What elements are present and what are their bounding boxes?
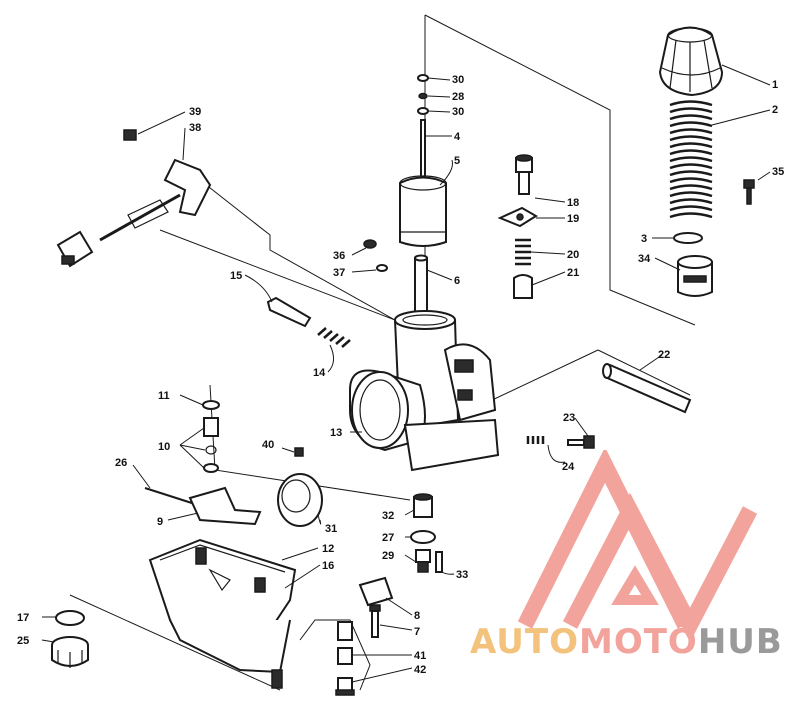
callout-27: 27: [382, 532, 394, 544]
callout-29: 29: [382, 550, 394, 562]
part-40-bolt: [294, 447, 304, 457]
callout-24: 24: [562, 461, 575, 473]
automotohub-logo: [517, 450, 758, 643]
part-27-washer: [410, 530, 436, 544]
callout-10: 10: [158, 441, 170, 453]
callout-26: 26: [115, 457, 127, 469]
callout-32: 32: [382, 510, 394, 522]
callout-31: 31: [325, 523, 337, 535]
callout-13: 13: [330, 427, 342, 439]
part-11-washer: [202, 400, 220, 410]
callout-2: 2: [772, 104, 778, 116]
part-23-screw: [567, 435, 595, 449]
callout-6: 6: [454, 275, 460, 287]
callout-42: 42: [414, 664, 426, 676]
callout-labels: 1 2 3 34 35 30 28 30 4 5 6 36 37 18 19 2…: [17, 74, 784, 676]
part-5-slide: [399, 175, 447, 247]
part-26-pin: [144, 487, 199, 506]
callout-30-top: 30: [452, 74, 464, 86]
callout-36: 36: [333, 250, 345, 262]
callout-15: 15: [230, 270, 242, 282]
part-3-plate: [673, 232, 703, 244]
part-1-cap: [658, 26, 724, 97]
callout-leaders: [41, 64, 771, 683]
part-9-float-arm: [188, 486, 262, 526]
wordmark-moto: MOTO: [578, 622, 698, 662]
part-35-screw: [743, 179, 755, 205]
callout-3: 3: [641, 233, 647, 245]
part-29-jet: [415, 549, 431, 573]
callout-40: 40: [262, 439, 274, 451]
part-7-screw: [369, 604, 381, 638]
callout-14: 14: [313, 367, 326, 379]
callout-20: 20: [567, 249, 579, 261]
callout-12: 12: [322, 543, 334, 555]
callout-8: 8: [414, 610, 420, 622]
part-31-float: [277, 473, 323, 527]
callout-23: 23: [563, 412, 575, 424]
part-38-choke-assembly: [56, 158, 212, 268]
callout-21: 21: [567, 267, 579, 279]
callout-9: 9: [157, 516, 163, 528]
callout-28: 28: [452, 91, 464, 103]
callout-38: 38: [189, 122, 201, 134]
part-4-needle: [420, 119, 426, 186]
callout-35: 35: [772, 166, 784, 178]
callout-17: 17: [17, 612, 29, 624]
part-17-o-ring: [55, 610, 85, 626]
callout-4: 4: [454, 131, 461, 143]
part-2-spring: [669, 100, 713, 219]
callout-19: 19: [567, 213, 579, 225]
callout-33: 33: [456, 569, 468, 581]
part-18-fitting: [515, 154, 533, 195]
part-10-needle-valve: [203, 417, 219, 473]
part-14-spring: [317, 327, 351, 348]
part-6-tube: [414, 254, 428, 319]
callout-39: 39: [189, 106, 201, 118]
part-15-screw: [266, 296, 312, 328]
part-8-gasket: [358, 576, 394, 607]
callout-5: 5: [454, 155, 460, 167]
part-24-spring: [526, 436, 545, 444]
part-19-plate: [497, 206, 538, 228]
part-12-16-float-bowl: [148, 538, 297, 689]
part-28-30-clips: [417, 74, 429, 115]
callout-41: 41: [414, 650, 426, 662]
callout-11: 11: [158, 390, 170, 402]
part-25-drain-plug: [51, 636, 89, 668]
wordmark-auto: AUTO: [470, 622, 579, 662]
part-21-valve: [513, 274, 533, 299]
part-34-retainer: [677, 255, 713, 297]
callout-25: 25: [17, 635, 29, 647]
part-36-37-screw: [363, 239, 388, 272]
part-13-carburetor-body: [349, 310, 500, 472]
part-33-pin: [435, 551, 443, 573]
callout-22: 22: [658, 349, 670, 361]
callout-18: 18: [567, 197, 579, 209]
callout-1: 1: [772, 79, 778, 91]
callout-34: 34: [638, 253, 651, 265]
part-22-tube: [602, 363, 692, 414]
part-32-jet: [413, 493, 433, 518]
part-41-sleeve: [337, 621, 353, 665]
callout-7: 7: [414, 626, 420, 638]
automotohub-wordmark: AUTOMOTOHUB: [470, 622, 800, 662]
callout-16: 16: [322, 560, 334, 572]
callout-37: 37: [333, 267, 345, 279]
callout-30-bottom: 30: [452, 106, 464, 118]
part-39-screw: [123, 129, 137, 141]
part-42-plug: [335, 677, 355, 696]
wordmark-hub: HUB: [697, 622, 783, 662]
part-20-spring: [515, 238, 531, 266]
automotohub-logo-mark: [517, 450, 758, 643]
